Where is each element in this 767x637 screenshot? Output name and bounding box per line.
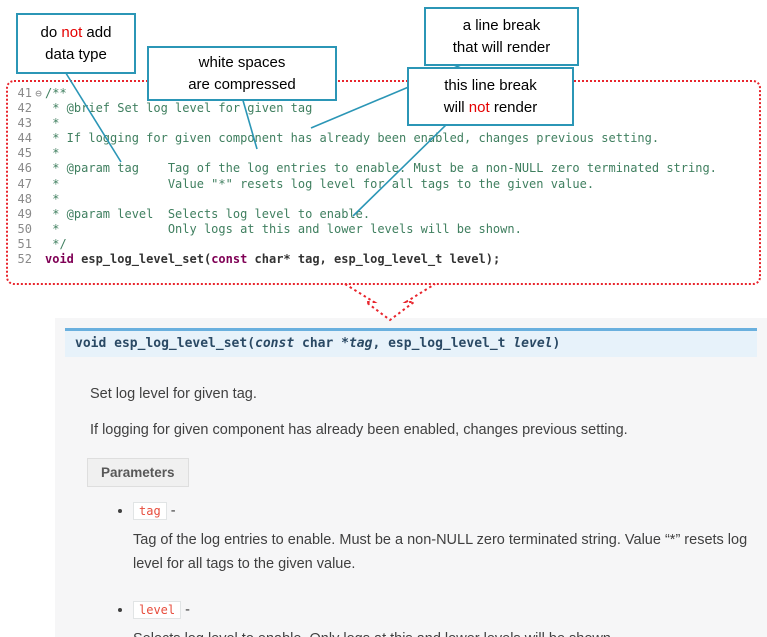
keyword-void: void (45, 252, 74, 267)
param-description: Tag of the log entries to enable. Must b… (133, 532, 748, 572)
fold-gutter (32, 116, 45, 131)
param-separator: - (181, 602, 190, 618)
function-signature: void esp_log_level_set(const char *tag, … (65, 328, 757, 357)
code-text: /** (45, 86, 67, 100)
sig-paren: ) (552, 336, 561, 351)
doc-brief-paragraph: Set log level for given tag. (90, 386, 257, 402)
code-text: * (45, 116, 60, 131)
code-line: 41 ⊖ /** (12, 86, 717, 101)
line-number: 46 (17, 161, 32, 176)
code-line: 49 * @param level Selects log level to e… (12, 207, 717, 222)
fold-gutter (32, 177, 45, 192)
line-number: 49 (17, 206, 32, 221)
fold-gutter (32, 161, 45, 176)
code-text: * Only logs at this and lower levels wil… (45, 221, 522, 236)
sig-comma: , (372, 336, 389, 351)
param-term-line: level - (133, 601, 767, 619)
sig-return-type: void (75, 336, 115, 351)
callout-line: are compressed (188, 75, 296, 93)
doc-detail-paragraph: If logging for given component has alrea… (90, 422, 628, 438)
code-line: 51 */ (12, 237, 717, 252)
line-number: 42 (17, 101, 32, 116)
transform-arrow (344, 283, 436, 322)
fold-gutter (32, 192, 45, 207)
callout-line: that will render (452, 38, 551, 56)
line-number: 48 (17, 191, 32, 206)
callout-line: this line break (444, 76, 537, 94)
code-line: 45 * (12, 146, 717, 161)
line-number: 47 (17, 176, 32, 191)
code-text: * (45, 146, 60, 161)
code-line: 47 * Value "*" resets log level for all … (12, 177, 717, 192)
fold-gutter (32, 146, 45, 161)
code-text: */ (45, 236, 67, 251)
code-text: * @param tag Tag of the log entries to e… (45, 161, 717, 176)
highlight-not: not (468, 98, 490, 116)
parameters-label: Parameters (87, 458, 189, 487)
fold-gutter (32, 101, 45, 116)
param-description: Selects log level to enable. Only logs a… (133, 627, 748, 637)
code-text: esp_log_level_set( (73, 252, 212, 267)
param-name-chip: tag (133, 502, 167, 520)
param-item-tag: tag - Tag of the log entries to enable. … (133, 502, 767, 576)
code-line: 43 * (12, 116, 717, 131)
line-number: 52 (17, 252, 32, 267)
code-line: 42 * @brief Set log level for given tag (12, 101, 717, 116)
line-number: 44 (17, 131, 32, 146)
doc-body: Set log level for given tag. If logging … (55, 366, 767, 637)
fold-gutter (32, 131, 45, 146)
sig-const-keyword: const (255, 336, 295, 351)
callout-line: will not render (443, 98, 538, 116)
code-line: 46 * @param tag Tag of the log entries t… (12, 161, 717, 176)
fold-gutter (32, 252, 45, 267)
callout-line: white spaces (198, 53, 286, 71)
callout-line: do not add (40, 23, 112, 41)
sig-function-name: esp_log_level_set (114, 336, 248, 351)
line-number: 50 (17, 221, 32, 236)
code-text: * @param level Selects log level to enab… (45, 206, 371, 221)
code-text: * Value "*" resets log level for all tag… (45, 176, 595, 191)
param-term-line: tag - (133, 502, 767, 520)
code-text: * (45, 191, 60, 206)
code-line-function-declaration: 52 void esp_log_level_set(const char* ta… (12, 252, 717, 267)
callout-line: data type (45, 45, 107, 63)
param-separator: - (166, 503, 176, 519)
sig-paren: ( (247, 336, 256, 351)
line-number: 51 (17, 236, 32, 251)
code-text: * @brief Set log level for given tag (45, 101, 313, 116)
callout-whitespace-compressed: white spaces are compressed (147, 46, 337, 101)
fold-gutter (32, 222, 45, 237)
code-line: 50 * Only logs at this and lower levels … (12, 222, 717, 237)
highlight-not: not (61, 23, 83, 41)
line-number: 41 (17, 86, 32, 100)
keyword-const: const (211, 252, 248, 267)
code-editor: 41 ⊖ /** 42 * @brief Set log level for g… (12, 86, 717, 267)
callout-do-not-add-datatype: do not add data type (16, 13, 136, 74)
code-text: char* tag, esp_log_level_t level); (247, 252, 501, 267)
fold-collapse-icon: ⊖ (35, 87, 42, 100)
fold-gutter (32, 207, 45, 222)
parameter-list: tag - Tag of the log entries to enable. … (55, 502, 767, 637)
sig-arg-level: level (513, 336, 553, 351)
callout-line: a line break (462, 16, 541, 34)
param-item-level: level - Selects log level to enable. Onl… (133, 601, 767, 637)
code-text: * If logging for given component has alr… (45, 131, 660, 146)
sig-type-char: char * (294, 336, 349, 351)
callout-linebreak-not-render: this line break will not render (407, 67, 574, 126)
line-number: 43 (17, 116, 32, 131)
sig-type-loglevel: esp_log_level_t (388, 336, 514, 351)
rendered-docs-panel: void esp_log_level_set(const char *tag, … (55, 318, 767, 637)
code-line: 44 * If logging for given component has … (12, 131, 717, 146)
line-number: 45 (17, 146, 32, 161)
sig-arg-tag: tag (348, 336, 373, 351)
callout-linebreak-renders: a line break that will render (424, 7, 579, 66)
code-line: 48 * (12, 192, 717, 207)
fold-gutter (32, 237, 45, 252)
param-name-chip: level (133, 601, 182, 619)
